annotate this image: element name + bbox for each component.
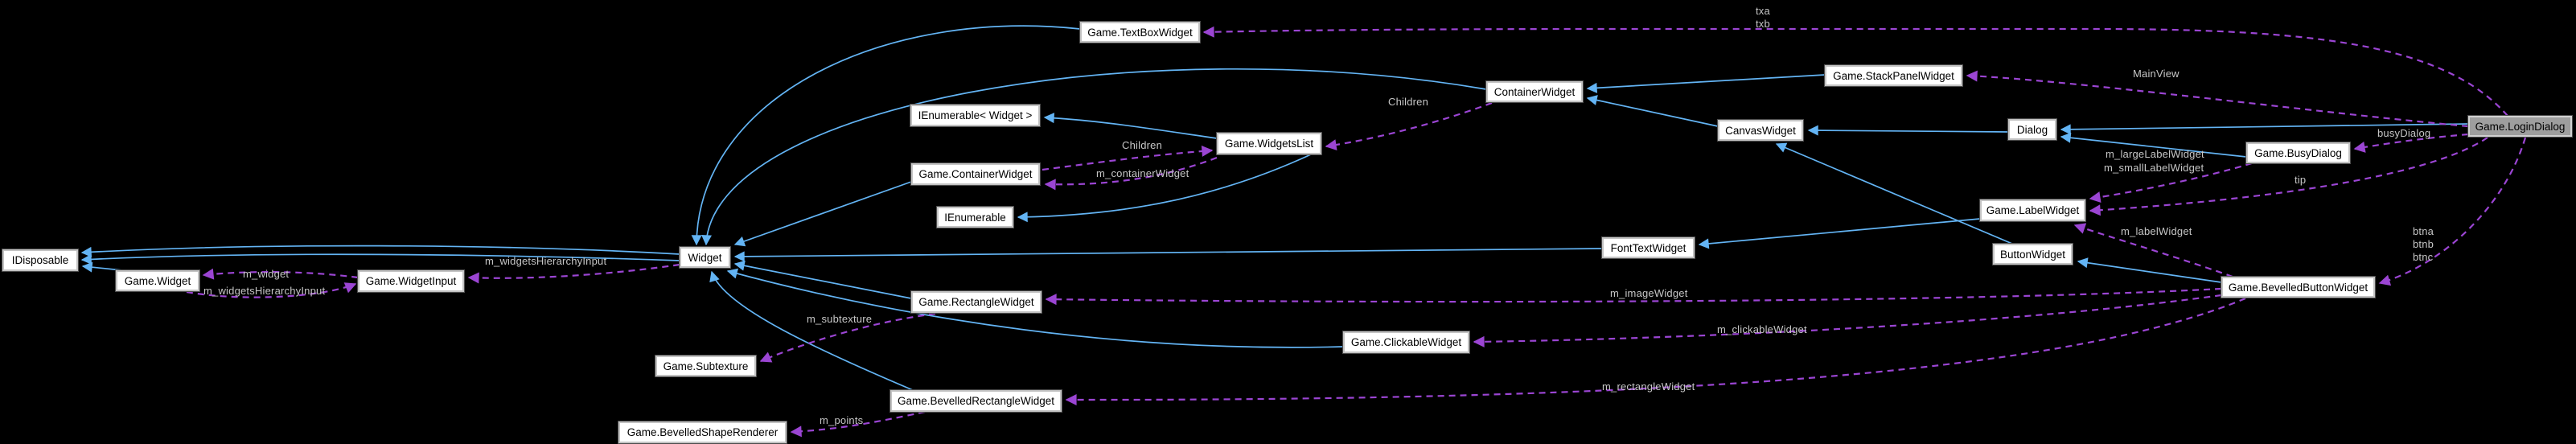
edge-label-children: Children <box>1122 139 1163 151</box>
edge-inheritance-game-widget-to-idisposable <box>81 261 123 273</box>
class-node-game-rectanglewidget[interactable]: Game.RectangleWidget <box>911 291 1041 313</box>
class-node-game-busydialog[interactable]: Game.BusyDialog <box>2246 142 2350 163</box>
edge-label-m-widget: m_widget <box>243 268 290 280</box>
edge-label-m-rectanglewidget: m_rectangleWidget <box>1602 380 1695 393</box>
edge-usage-game-busydialog-to-game-labelwidget <box>2089 162 2253 204</box>
class-node-buttonwidget[interactable]: ButtonWidget <box>1993 244 2073 265</box>
edge-inheritance-game-widgetslist-to-ienumerable-widget <box>1043 113 1218 139</box>
class-node-game-subtexture[interactable]: Game.Subtexture <box>655 356 756 376</box>
class-node-game-bevelledrectanglewidget[interactable]: Game.BevelledRectangleWidget <box>890 390 1062 412</box>
edge-label-children: Children <box>1388 96 1429 108</box>
class-node-game-containerwidget[interactable]: Game.ContainerWidget <box>911 163 1040 185</box>
edge-usage-game-widgetinput-to-game-widget <box>202 268 359 280</box>
edge-usage-widget-to-game-widgetinput <box>467 263 680 284</box>
edge-label-m-largelabelwidget: m_largeLabelWidget <box>2106 148 2204 160</box>
edge-label-btnb: btnb <box>2413 238 2434 250</box>
class-node-game-bevelledshaperenderer[interactable]: Game.BevelledShapeRenderer <box>618 421 787 443</box>
edge-usage-game-logindialog-to-game-busydialog <box>2353 133 2469 153</box>
edge-usage-game-widgetslist-to-game-containerwidget <box>1044 156 1218 191</box>
class-node-game-clickablewidget[interactable]: Game.ClickableWidget <box>1343 331 1469 353</box>
edge-usage-game-logindialog-to-game-textboxwidget <box>1202 26 2508 117</box>
edge-label-m-labelwidget: m_labelWidget <box>2121 225 2192 237</box>
edge-label-btnc: btnc <box>2413 251 2434 263</box>
class-node-game-bevelledbuttonwidget[interactable]: Game.BevelledButtonWidget <box>2221 277 2375 298</box>
class-node-ienumerable[interactable]: IEnumerable <box>937 207 1013 228</box>
edge-usage-game-bevelledbuttonwidget-to-game-labelwidget <box>2073 223 2233 278</box>
edge-usage-game-containerwidget-to-game-widgetslist <box>1041 145 1214 171</box>
edge-inheritance-game-stackpanelwidget-to-containerwidget <box>1586 74 1826 93</box>
class-node-containerwidget[interactable]: ContainerWidget <box>1486 81 1583 102</box>
edge-label-txa: txa <box>1756 5 1770 17</box>
edge-label-txb: txb <box>1756 18 1770 30</box>
edge-label-m-widgetshierarchyinput: m_widgetsHierarchyInput <box>485 255 607 267</box>
edge-inheritance-game-rectanglewidget-to-widget <box>733 260 912 299</box>
class-node-fonttextwidget[interactable]: FontTextWidget <box>1602 237 1695 258</box>
class-node-canvaswidget[interactable]: CanvasWidget <box>1718 120 1803 141</box>
edge-inheritance-buttonwidget-to-canvaswidget <box>1775 142 2013 245</box>
edge-inheritance-canvaswidget-to-containerwidget <box>1586 95 1719 127</box>
class-node-game-widget[interactable]: Game.Widget <box>116 270 199 291</box>
edge-label-m-subtexture: m_subtexture <box>807 313 873 325</box>
class-node-game-logindialog[interactable]: Game.LoginDialog <box>2468 116 2572 137</box>
edge-label-m-points: m_points <box>820 414 864 426</box>
edge-label-m-clickablewidget: m_clickableWidget <box>1717 323 1807 335</box>
class-node-game-labelwidget[interactable]: Game.LabelWidget <box>1980 199 2085 221</box>
class-node-ienumerable-widget[interactable]: IEnumerable< Widget > <box>910 105 1040 126</box>
class-node-dialog[interactable]: Dialog <box>2008 119 2056 140</box>
edge-inheritance-game-widgetslist-to-ienumerable <box>1017 154 1312 223</box>
edge-usage-game-rectanglewidget-to-game-subtexture <box>759 312 936 363</box>
edge-label-btna: btna <box>2413 225 2434 237</box>
class-node-game-widgetslist[interactable]: Game.WidgetsList <box>1217 133 1321 154</box>
edge-label-busydialog: busyDialog <box>2377 127 2431 139</box>
edge-label-mainview: MainView <box>2133 68 2180 80</box>
edge-label-m-widgetshierarchyinput: m_widgetsHierarchyInput <box>203 285 326 297</box>
edge-inheritance-game-bevelledrectanglewidget-to-widget <box>709 270 914 391</box>
class-node-idisposable[interactable]: IDisposable <box>2 249 78 271</box>
class-node-widget[interactable]: Widget <box>680 247 730 268</box>
class-node-game-widgetinput[interactable]: Game.WidgetInput <box>358 270 464 292</box>
edge-label-m-smalllabelwidget: m_smallLabelWidget <box>2104 162 2204 174</box>
edge-inheritance-fonttextwidget-to-widget <box>733 248 1603 262</box>
edge-usage-game-widget-to-game-widgetinput <box>186 282 357 298</box>
edge-inheritance-game-logindialog-to-dialog <box>2060 123 2469 135</box>
edge-usage-game-logindialog-to-game-bevelledbuttonwidget <box>2378 137 2527 286</box>
edge-inheritance-dialog-to-canvaswidget <box>1807 125 2009 136</box>
edge-inheritance-game-labelwidget-to-fonttextwidget <box>1698 218 1981 249</box>
edge-inheritance-game-bevelledbuttonwidget-to-buttonwidget <box>2077 257 2222 283</box>
edge-usage-containerwidget-to-game-widgetslist <box>1325 101 1493 151</box>
edge-inheritance-containerwidget-to-widget <box>701 68 1487 246</box>
class-node-game-stackpanelwidget[interactable]: Game.StackPanelWidget <box>1825 65 1962 86</box>
edge-usage-game-bevelledrectanglewidget-to-game-bevelledshaperenderer <box>790 410 926 438</box>
edge-usage-game-bevelledbuttonwidget-to-game-rectanglewidget <box>1045 287 2222 306</box>
edge-inheritance-game-clickablewidget-to-widget <box>726 268 1344 348</box>
edge-inheritance-widget-to-idisposable <box>80 253 680 265</box>
edge-usage-game-logindialog-to-game-labelwidget <box>2089 137 2488 216</box>
edge-usage-game-logindialog-to-game-stackpanelwidget <box>1966 70 2469 128</box>
edge-inheritance-widget-to-idisposable <box>80 245 680 257</box>
edge-inheritance-game-textboxwidget-to-widget <box>691 25 1081 246</box>
edge-label-m-imagewidget: m_imageWidget <box>1610 287 1688 299</box>
edge-usage-game-bevelledbuttonwidget-to-game-clickablewidget <box>1473 294 2222 347</box>
edge-inheritance-game-busydialog-to-dialog <box>2060 132 2247 158</box>
edge-usage-game-bevelledbuttonwidget-to-game-bevelledrectanglewidget <box>1065 297 2246 406</box>
edge-label-m-containerwidget: m_containerWidget <box>1096 167 1189 179</box>
edge-label-tip: tip <box>2295 174 2307 186</box>
edge-inheritance-game-containerwidget-to-widget <box>733 181 912 247</box>
class-node-game-textboxwidget[interactable]: Game.TextBoxWidget <box>1080 22 1200 43</box>
